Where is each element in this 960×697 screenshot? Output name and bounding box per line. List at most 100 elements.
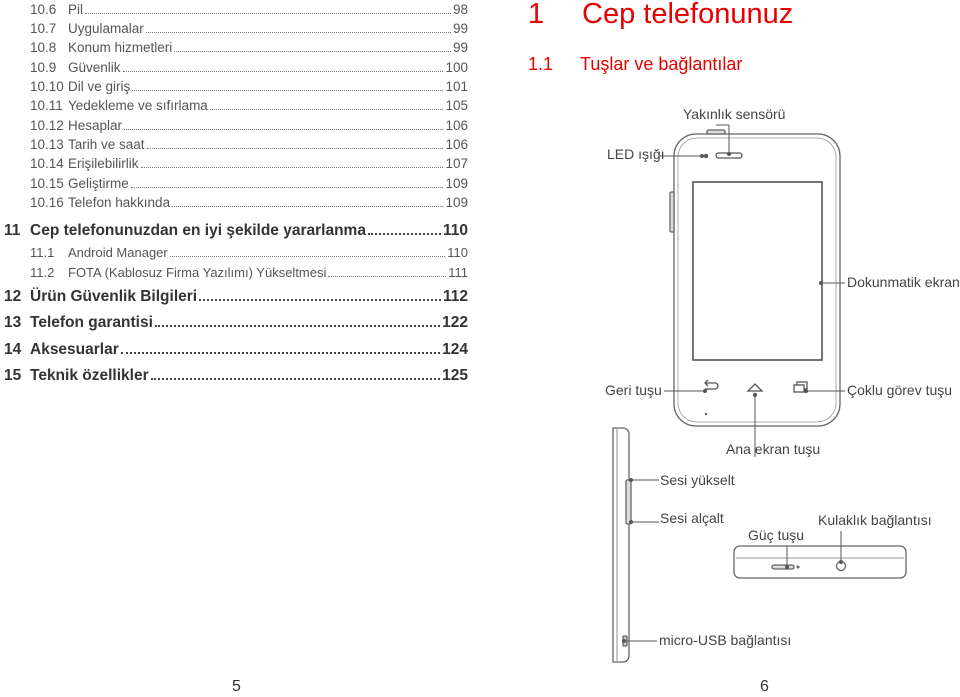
toc-entry[interactable]: 10.10 Dil ve giriş 101 bbox=[30, 79, 468, 94]
micro-usb-label: micro-USB bağlantısı bbox=[659, 632, 792, 648]
toc-entry-number: 10.12 bbox=[30, 118, 64, 133]
toc-entry-title: Erişilebilirlik bbox=[68, 156, 139, 171]
toc-leader-dots bbox=[367, 233, 441, 235]
toc-entry-number: 10.11 bbox=[30, 98, 63, 113]
phone-front-view bbox=[669, 129, 841, 427]
toc-entry-number: 10.10 bbox=[30, 79, 64, 94]
toc-leader-dots bbox=[172, 206, 444, 207]
toc-entry-title: Yedekleme ve sıfırlama bbox=[68, 98, 208, 113]
toc-entry[interactable]: 10.7 Uygulamalar 99 bbox=[30, 21, 468, 36]
toc-chapter-number: 11 bbox=[4, 222, 21, 239]
toc-entry-number: 10.13 bbox=[30, 137, 64, 152]
toc-chapter-entry[interactable]: 11 Cep telefonunuzdan en iyi şekilde yar… bbox=[4, 222, 468, 240]
toc-entry-title: Android Manager bbox=[68, 245, 168, 260]
toc-leader-dots bbox=[209, 109, 444, 110]
section-number: 1.1 bbox=[528, 54, 554, 74]
toc-entry-title: Güvenlik bbox=[68, 60, 121, 75]
toc-chapter-number: 15 bbox=[4, 367, 22, 384]
volume-up-label: Sesi yükselt bbox=[660, 472, 735, 488]
home-key-icon bbox=[746, 383, 764, 392]
toc-chapter-number: 14 bbox=[4, 341, 22, 358]
toc-leader-dots bbox=[122, 71, 444, 72]
toc-chapter-entry[interactable]: 15 Teknik özellikler 125 bbox=[4, 367, 468, 385]
chapter-heading: 1 Cep telefonunuz bbox=[528, 0, 793, 31]
toc-entry-page: 107 bbox=[445, 156, 468, 171]
toc-entry[interactable]: 10.11 Yedekleme ve sıfırlama 105 bbox=[30, 98, 468, 113]
section-heading: 1.1 Tuşlar ve bağlantılar bbox=[528, 54, 742, 75]
toc-entry-number: 10.6 bbox=[30, 2, 57, 17]
toc-entry[interactable]: 11.2 FOTA (Kablosuz Firma Yazılımı) Yüks… bbox=[30, 265, 468, 280]
toc-leader-dots bbox=[174, 51, 451, 52]
toc-chapter-number: 12 bbox=[4, 288, 22, 305]
toc-entry[interactable]: 10.6 Pil 98 bbox=[30, 2, 468, 17]
toc-chapter-number: 13 bbox=[4, 314, 22, 331]
power-key-label: Güç tuşu bbox=[748, 527, 805, 543]
toc-chapter-title: Aksesuarlar bbox=[30, 341, 119, 358]
toc-chapter-entry[interactable]: 13 Telefon garantisi 122 bbox=[4, 314, 468, 332]
toc-entry-title: Uygulamalar bbox=[68, 21, 144, 36]
toc-leader-dots bbox=[154, 325, 441, 327]
multitask-key-label: Çoklu görev tuşu bbox=[847, 382, 953, 398]
toc-leader-dots bbox=[140, 167, 444, 168]
headset-jack-label: Kulaklık bağlantısı bbox=[818, 512, 932, 528]
toc-entry-title: Telefon hakkında bbox=[68, 195, 171, 210]
toc-chapter-title: Ürün Güvenlik Bilgileri bbox=[30, 288, 198, 305]
led-light-label: LED ışığı bbox=[607, 146, 665, 162]
toc-leader-dots bbox=[130, 187, 444, 188]
toc-leader-dots bbox=[120, 352, 441, 354]
toc-entry-page: 98 bbox=[452, 2, 468, 17]
volume-down-label: Sesi alçalt bbox=[660, 510, 724, 526]
toc-entry[interactable]: 10.15 Geliştirme 109 bbox=[30, 176, 468, 191]
toc-entry-number: 10.9 bbox=[30, 60, 57, 75]
back-key-icon bbox=[704, 379, 719, 390]
toc-leader-dots bbox=[145, 32, 451, 33]
toc-entry-page: 109 bbox=[445, 176, 468, 191]
chapter-title: Cep telefonunuz bbox=[582, 0, 794, 30]
toc-entry-number: 10.16 bbox=[30, 195, 64, 210]
toc-leader-dots bbox=[328, 276, 447, 277]
toc-entry-page: 100 bbox=[445, 60, 468, 75]
toc-entry-page: 99 bbox=[452, 40, 468, 55]
proximity-sensor-label: Yakınlık sensörü bbox=[683, 106, 786, 122]
toc-chapter-title: Telefon garantisi bbox=[30, 314, 153, 331]
page-number-left: 5 bbox=[232, 678, 241, 695]
toc-entry-page: 109 bbox=[445, 195, 468, 210]
toc-entry-number: 11.1 bbox=[30, 245, 55, 260]
toc-entry-number: 10.8 bbox=[30, 40, 57, 55]
toc-chapter-page: 124 bbox=[442, 341, 468, 358]
toc-entry-number: 10.7 bbox=[30, 21, 57, 36]
back-key-label: Geri tuşu bbox=[605, 382, 662, 398]
toc-entry-page: 110 bbox=[447, 245, 468, 260]
toc-entry[interactable]: 10.9 Güvenlik 100 bbox=[30, 60, 468, 75]
toc-entry-title: Tarih ve saat bbox=[68, 137, 145, 152]
phone-top-view bbox=[733, 545, 907, 579]
toc-chapter-page: 122 bbox=[442, 314, 468, 331]
toc-entry-title: Geliştirme bbox=[68, 176, 129, 191]
toc-entry-page: 111 bbox=[448, 265, 468, 280]
section-title: Tuşlar ve bağlantılar bbox=[580, 54, 743, 74]
callout-lines bbox=[622, 124, 845, 643]
toc-entry[interactable]: 10.13 Tarih ve saat 106 bbox=[30, 137, 468, 152]
toc-chapter-entry[interactable]: 14 Aksesuarlar 124 bbox=[4, 341, 468, 359]
touchscreen-label: Dokunmatik ekran bbox=[847, 274, 960, 290]
toc-entry-title: Dil ve giriş bbox=[68, 79, 131, 94]
toc-leader-dots bbox=[146, 148, 444, 149]
toc-entry[interactable]: 10.14 Erişilebilirlik 107 bbox=[30, 156, 468, 171]
toc-entry[interactable]: 11.1 Android Manager 110 bbox=[30, 245, 468, 260]
toc-chapter-title: Teknik özellikler bbox=[30, 367, 149, 384]
toc-chapter-page: 112 bbox=[442, 288, 468, 305]
toc-entry[interactable]: 10.8 Konum hizmetleri 99 bbox=[30, 40, 468, 55]
home-key-label: Ana ekran tuşu bbox=[726, 441, 821, 457]
toc-entry-number: 11.2 bbox=[30, 265, 55, 280]
toc-chapter-page: 125 bbox=[442, 367, 468, 384]
toc-entry[interactable]: 10.12 Hesaplar 106 bbox=[30, 118, 468, 133]
chapter-number: 1 bbox=[528, 0, 545, 30]
toc-entry-page: 106 bbox=[445, 137, 468, 152]
toc-leader-dots bbox=[169, 256, 446, 257]
toc-entry[interactable]: 10.16 Telefon hakkında 109 bbox=[30, 195, 468, 210]
toc-chapter-entry[interactable]: 12 Ürün Güvenlik Bilgileri 112 bbox=[4, 288, 468, 306]
toc-entry-title: FOTA (Kablosuz Firma Yazılımı) Yükseltme… bbox=[68, 265, 327, 280]
toc-entry-title: Pil bbox=[68, 2, 84, 17]
page-number-right: 6 bbox=[760, 678, 769, 695]
toc-entry-title: Konum hizmetleri bbox=[68, 40, 173, 55]
